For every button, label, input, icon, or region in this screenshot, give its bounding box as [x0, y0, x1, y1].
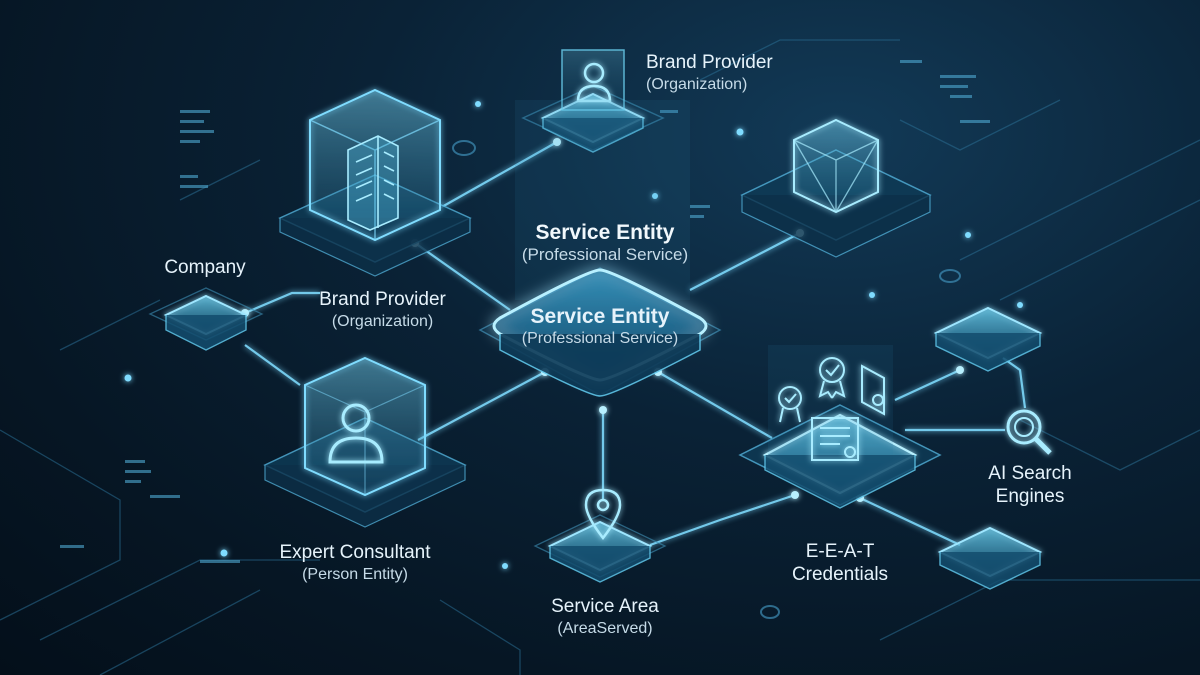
node-title-line2: Credentials [791, 563, 889, 585]
connector-hub-cube-right [689, 232, 801, 291]
connector-eeat-top-right [894, 369, 961, 401]
expert-consultant-label: Expert Consultant (Person Entity) [265, 542, 445, 584]
connectors [244, 141, 1027, 547]
stack-bottom-right-node [937, 526, 1043, 590]
person-icon [576, 62, 612, 103]
company-label: Company [150, 257, 260, 280]
node-subtitle: (Professional Service) [521, 245, 689, 265]
badge-check-icon [778, 386, 802, 423]
stack-top-right-node [933, 306, 1043, 372]
node-title: Brand Provider [646, 52, 773, 73]
service-entity-header-label: Service Entity (Professional Service) [505, 220, 705, 266]
node-title: AI Search [988, 463, 1072, 484]
connector-brand-hub [414, 242, 511, 311]
brand-provider-left-node [278, 88, 472, 277]
connector-company-expert [244, 344, 301, 386]
search-icon [1006, 409, 1052, 455]
badge-icon [818, 357, 846, 399]
circuit-dots [124, 101, 1023, 569]
brand-provider-top-label: Brand Provider (Organization) [646, 52, 773, 94]
node-title: Service Entity [535, 221, 675, 244]
connector-servicearea-eeat [649, 493, 796, 547]
node-subtitle: (Organization) [646, 75, 748, 93]
service-area-node [533, 488, 667, 583]
connector-company-brand [244, 291, 320, 315]
location-pin-icon [584, 488, 622, 541]
node-title: Brand Provider [319, 289, 446, 310]
node-subtitle: (Organization) [331, 312, 434, 330]
certificate-icon [811, 417, 859, 461]
service-entity-hub-label: Service Entity (Professional Service) [500, 304, 700, 348]
eeat-credentials-label: E-E-A-T Credentials [770, 541, 910, 587]
node-subtitle: (Professional Service) [521, 330, 679, 348]
node-subtitle: (Person Entity) [302, 565, 408, 583]
eeat-credentials-node [738, 345, 942, 509]
node-title: E-E-A-T [805, 541, 875, 562]
node-title: Service Area [551, 596, 659, 617]
brand-provider-left-label: Brand Provider (Organization) [300, 289, 465, 331]
service-area-label: Service Area (AreaServed) [525, 596, 685, 638]
connector-hub-expert [417, 371, 546, 441]
node-title: Company [164, 257, 246, 278]
document-seal-icon [861, 364, 885, 416]
cube-top-right-node [740, 118, 932, 258]
service-entity-hub-node [478, 100, 722, 397]
connector-brandtop-hub [439, 141, 558, 209]
node-title-line2: Engines [995, 485, 1065, 507]
company-node [148, 287, 264, 351]
building-icon [347, 135, 399, 231]
brand-provider-top-node [521, 49, 665, 153]
circuit-rings [452, 140, 961, 619]
person-icon [328, 403, 384, 464]
circuit-dashes [60, 60, 990, 563]
node-title: Expert Consultant [279, 542, 431, 563]
expert-consultant-node [263, 356, 467, 528]
connector-hub-eeat [657, 371, 773, 439]
connector-search-top [1002, 357, 1027, 409]
connector-eeat-bottom-right [859, 497, 961, 546]
node-subtitle: (AreaServed) [557, 619, 653, 637]
ai-search-engines-label: AI Search Engines [965, 463, 1095, 509]
node-title: Service Entity [530, 305, 670, 328]
